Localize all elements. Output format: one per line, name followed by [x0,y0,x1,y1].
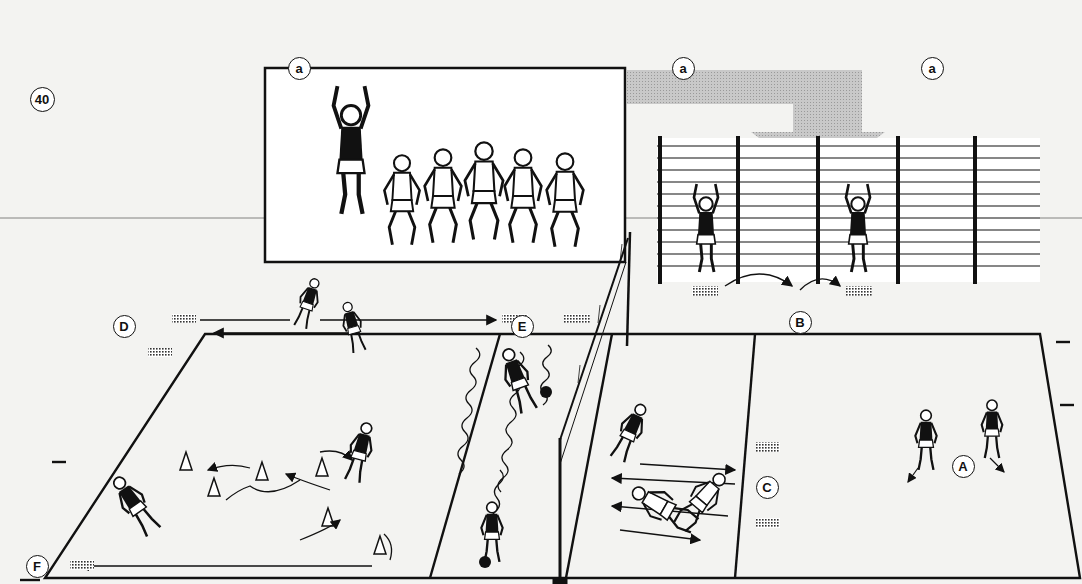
dribbler-figure [481,502,502,562]
callout-label: a [679,62,686,75]
callout-label: F [33,560,41,573]
slalom-figure [107,472,164,539]
callout-circle: B [789,311,812,334]
dribbler-figure [496,345,540,414]
callout-circle: 40 [30,87,55,112]
sprint-arrows [612,442,780,540]
hop-arrows [692,274,872,296]
callout-label: C [762,481,771,494]
runner-figure [670,467,733,535]
inset-picture [265,68,625,262]
ball [479,556,491,568]
wall-bars [657,136,1040,284]
jumper-figure [694,184,718,272]
jumper-figure [846,184,870,272]
callout-label: a [928,62,935,75]
callout-circle: A [952,455,975,478]
slalom-arrows [80,451,392,566]
runner-figure [338,300,368,353]
callout-circle: F [26,555,49,578]
callout-label: E [518,320,527,333]
net [553,232,630,584]
callout-label: B [795,316,804,329]
crouch-figure [982,400,1003,458]
callout-label: A [958,460,967,473]
callout-circle: a [672,57,695,80]
callout-circle: E [511,315,534,338]
callout-circle: C [756,476,779,499]
callout-label: D [119,320,128,333]
callout-label: 40 [35,93,49,106]
slalom-figure [342,420,378,483]
cones [180,452,386,554]
crouch-figure [915,410,936,470]
runner-figure [626,478,701,538]
callout-circle: a [288,57,311,80]
court-lines [20,334,1080,580]
callout-circle: a [921,57,944,80]
dribble-paths [458,345,551,526]
runner-figure [608,400,653,463]
ball [540,386,552,398]
callout-label: a [295,62,302,75]
shuttle-run [148,314,590,357]
floor-marker [70,560,94,570]
callout-circle: D [113,315,136,338]
runner-figure [292,276,325,329]
